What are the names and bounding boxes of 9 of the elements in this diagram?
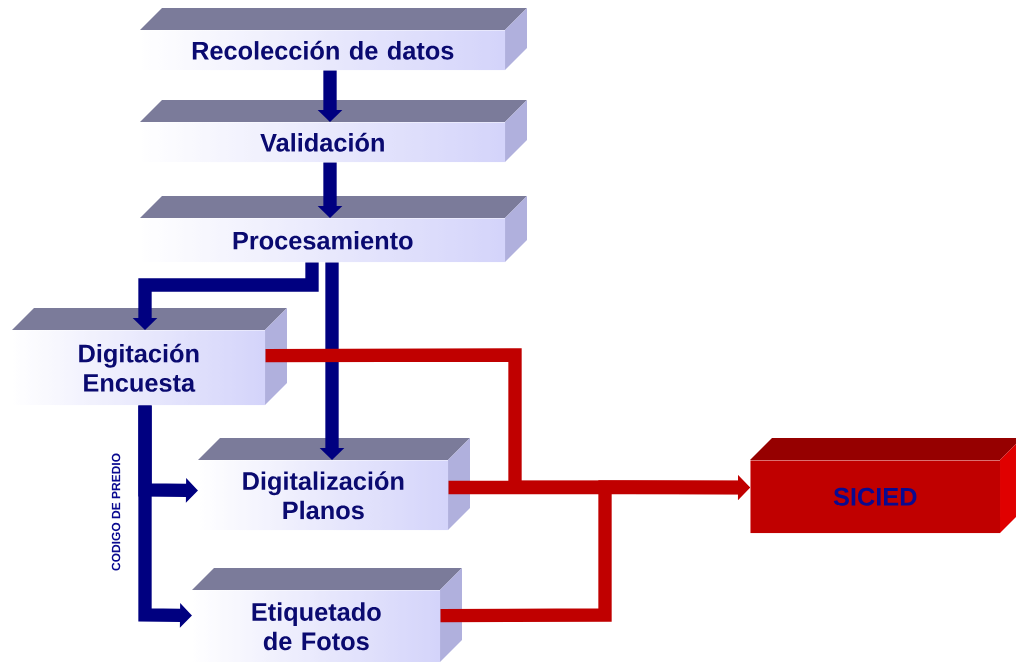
process-box: Recolección de datos [140,8,527,71]
process-box: Digitalización Planos [198,438,470,531]
process-box: Validación [140,100,527,163]
arrow [440,475,750,623]
system-box: SICIED [750,438,1016,534]
edge-label: CODIGO DE PREDIO [110,451,122,573]
process-box: Procesamiento [140,196,527,263]
process-box: Etiquetado de Fotos [192,568,462,662]
process-box: Digitación Encuesta [12,308,287,406]
